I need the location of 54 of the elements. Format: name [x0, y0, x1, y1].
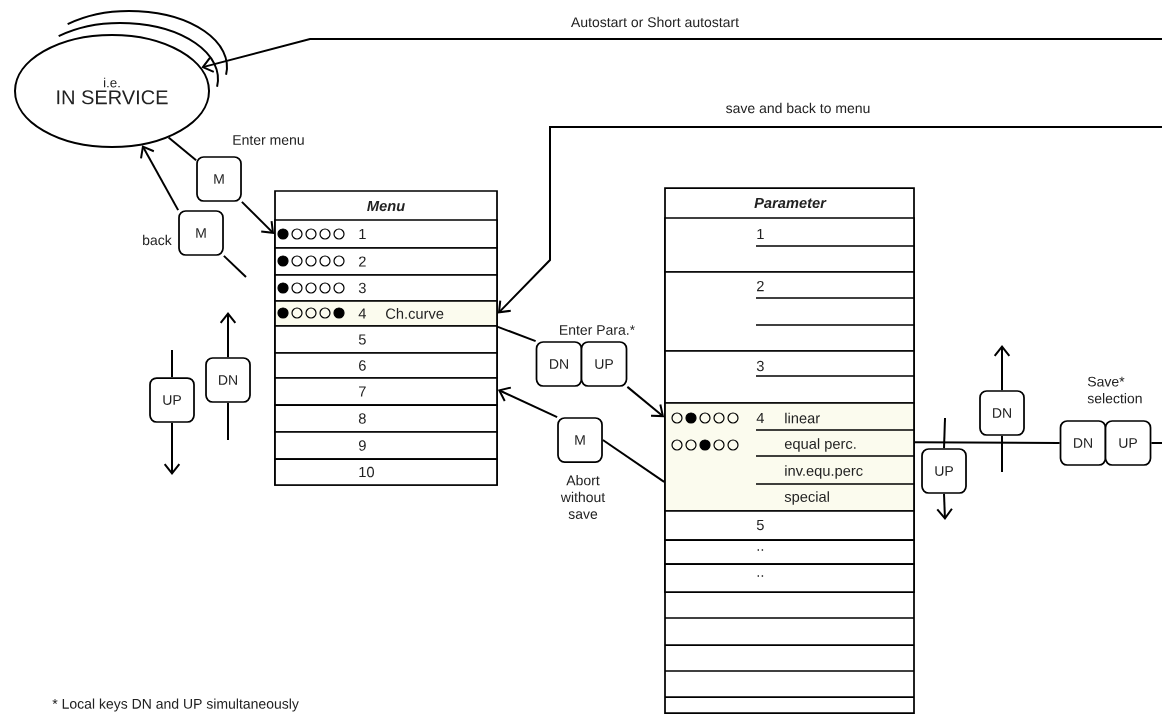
connector-line — [913, 441, 1061, 444]
table-row: 5 — [274, 325, 498, 354]
table-row: 7 — [274, 377, 498, 406]
table-row: 8 — [274, 404, 498, 433]
key-button: UP — [149, 377, 195, 423]
table-row: .. — [664, 563, 915, 593]
key-button: UP — [921, 448, 967, 494]
arrow — [626, 385, 665, 418]
table-row: 10 — [274, 458, 498, 486]
arrow — [163, 421, 181, 475]
key-button: M — [196, 156, 242, 202]
arrow — [140, 145, 180, 212]
connector-line — [222, 254, 247, 278]
table-row: 6 — [274, 352, 498, 379]
key-button: DN — [1059, 420, 1107, 466]
table-row: 3 — [664, 350, 915, 404]
annotation-text: Abort without save — [560, 475, 606, 519]
key-button: UP — [580, 341, 628, 387]
arrow — [936, 492, 953, 520]
annotation-text: Enter Para.* — [560, 325, 635, 335]
key-button: DN — [205, 357, 251, 403]
connector-line — [1150, 442, 1162, 444]
edge-label: Autostart or Short autostart — [569, 15, 741, 29]
arrow — [497, 126, 1162, 314]
footnote: * Local keys DN and UP simultaneously — [52, 698, 299, 712]
connector-line — [943, 417, 946, 450]
annotation-text: back — [143, 234, 172, 246]
table-row: 5 — [664, 510, 915, 541]
connector-line — [1001, 434, 1003, 473]
edge-label: save and back to menu — [724, 101, 872, 115]
table-row: 1 — [664, 217, 915, 273]
connector-line — [496, 325, 537, 343]
arrow — [219, 312, 237, 359]
table-row: 9 — [274, 431, 498, 460]
arrow — [993, 345, 1011, 392]
key-button: DN — [535, 341, 583, 387]
arrow — [201, 38, 1162, 73]
connector-line — [171, 349, 173, 379]
table-row: 2 — [664, 271, 915, 352]
table-row: 3 — [274, 274, 498, 302]
key-button: UP — [1104, 420, 1152, 466]
annotation-text: Enter menu — [233, 135, 304, 145]
table-row: 1 — [274, 219, 498, 249]
arrow — [240, 200, 275, 234]
connector-line — [167, 136, 198, 162]
key-button: M — [557, 417, 603, 463]
connector-line — [601, 439, 666, 483]
key-button: DN — [979, 390, 1025, 436]
table-row: .. — [664, 539, 915, 565]
arrow — [497, 386, 559, 419]
key-button: M — [178, 210, 224, 256]
table-row: 4 linear equal perc. inv.equ.perc special — [664, 402, 915, 512]
annotation-text: Save* selection — [1087, 376, 1142, 404]
connector-line — [227, 401, 229, 441]
